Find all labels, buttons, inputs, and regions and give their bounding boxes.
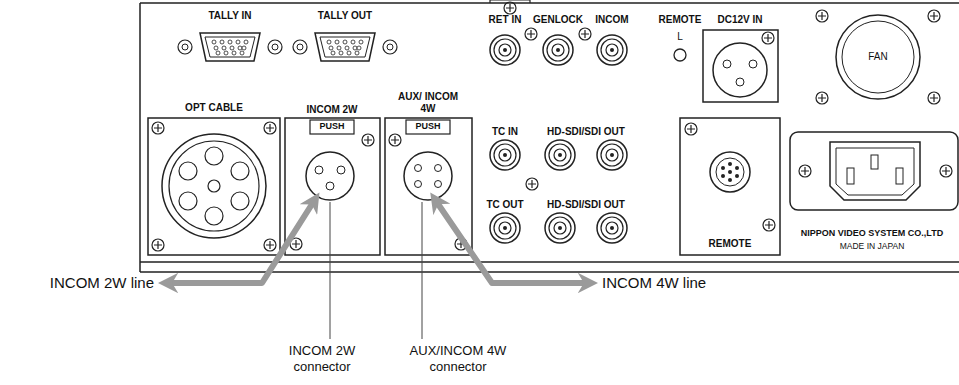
connector-label: TC IN: [492, 126, 518, 138]
maker-name: NIPPON VIDEO SYSTEM CO.,LTD: [801, 228, 943, 239]
led-label: L: [677, 31, 683, 43]
origin-label: MADE IN JAPAN: [840, 241, 905, 251]
incom-4w-line-arrow: [436, 201, 588, 283]
push-tab-label: PUSH: [415, 121, 440, 132]
connector-label: GENLOCK: [533, 14, 583, 26]
connector-label: TALLY IN: [208, 10, 251, 22]
line-label: INCOM 2W line: [50, 274, 154, 292]
connector-label: TC OUT: [486, 199, 523, 211]
connector-label: INCOM: [595, 14, 628, 26]
connector-label: TALLY OUT: [318, 10, 372, 22]
fan-label: FAN: [868, 51, 887, 63]
connector-label: REMOTE: [709, 238, 752, 250]
connector-label: AUX/ INCOM 4W: [396, 91, 460, 115]
leader-line: [330, 202, 331, 339]
callout-label: AUX/INCOM 4W connector: [406, 343, 510, 374]
connector-label: DC12V IN: [717, 14, 762, 26]
line-label: INCOM 4W line: [602, 274, 706, 292]
connector-label: REMOTE: [659, 14, 702, 26]
connector-label: OPT CABLE: [185, 102, 243, 114]
push-tab-label: PUSH: [319, 121, 344, 132]
connector-label: RET IN: [489, 14, 522, 26]
connector-label: HD-SDI/SDI OUT: [547, 126, 625, 138]
incom-2w-line-arrow: [168, 201, 314, 283]
leader-line: [422, 202, 423, 339]
connector-label: INCOM 2W: [306, 104, 357, 116]
callout-label: INCOM 2W connector: [280, 343, 364, 374]
connector-label: HD-SDI/SDI OUT: [547, 199, 625, 211]
